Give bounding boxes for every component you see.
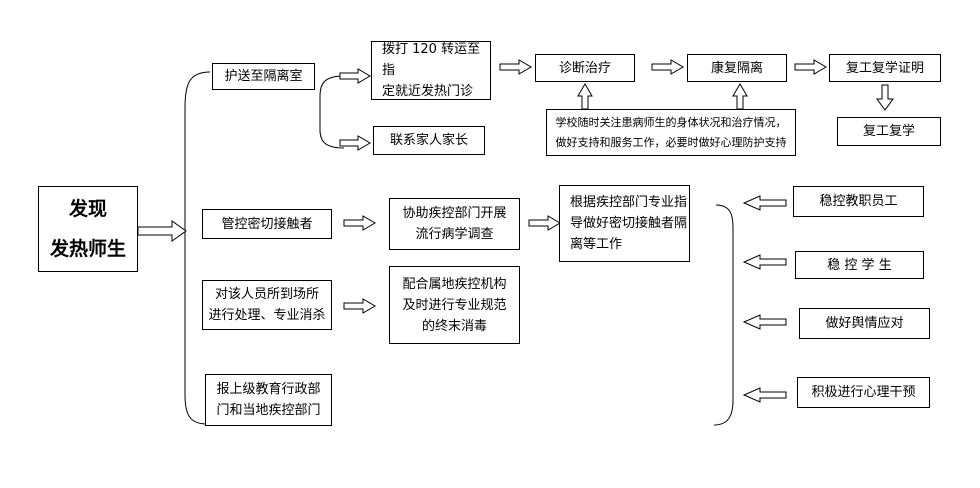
node-psych-intervention: 积极进行心理干预: [797, 377, 930, 408]
node-terminal-disinfection-label: 配合属地疾控机构 及时进行专业规范 的终末消毒: [402, 276, 507, 334]
arrow-diagnosis-recovery: [651, 59, 684, 75]
arrow-up-diagnosis: [577, 83, 593, 110]
arrow-escort-call: [339, 68, 371, 84]
node-psych-intervention-label: 积极进行心理干预: [811, 385, 916, 400]
node-stabilize-staff-label: 稳控教职员工: [819, 194, 898, 209]
arrow-students: [742, 254, 787, 270]
arrow-contact-parents: [339, 135, 371, 151]
arrow-survey-guide: [528, 215, 561, 231]
node-manage-contacts: 管控密切接触者: [202, 209, 332, 239]
node-school-care: 学校随时关注患病师生的身体状况和治疗情况， 做好支持和服务工作，必要时做好心理防…: [546, 109, 796, 156]
node-contact-parents-label: 联系家人家长: [389, 133, 468, 148]
node-escort-label: 护送至隔离室: [224, 69, 303, 84]
node-stabilize-students-label: 稳 控 学 生: [827, 257, 892, 273]
node-certificate: 复工复学证明: [829, 54, 941, 82]
node-assist-survey: 协助疾控部门开展 流行病学调查: [389, 198, 520, 250]
arrow-call-diagnosis: [499, 59, 532, 75]
arrow-staff: [742, 195, 787, 211]
arrow-recovery-certificate: [794, 59, 827, 75]
node-diagnosis-label: 诊断治疗: [558, 60, 611, 76]
node-recovery-label: 康复隔离: [710, 60, 763, 76]
node-assist-survey-label: 协助疾控部门开展 流行病学调查: [402, 206, 507, 242]
arrow-discover: [137, 220, 187, 242]
right-bracket: [713, 204, 734, 426]
arrow-manage-survey: [343, 215, 376, 231]
node-report-up: 报上级教育行政部 门和当地疾控部门: [205, 374, 332, 426]
node-guide-isolation-label: 根据疾控部门专业指 导做好密切接触者隔 离等工作: [570, 195, 688, 252]
arrow-up-recovery: [732, 83, 748, 110]
node-discover-label: 发现 发热师生: [49, 198, 126, 260]
node-call120-label: 拨打 120 转运至指 定就近发热门诊: [382, 42, 481, 99]
escort-bracket: [319, 75, 345, 149]
node-resume: 复工复学: [837, 117, 941, 146]
arrow-sites-disinfection: [343, 298, 376, 314]
node-public-opinion: 做好舆情应对: [799, 308, 930, 339]
arrow-down-resume: [876, 84, 894, 111]
node-diagnosis: 诊断治疗: [535, 54, 635, 82]
node-terminal-disinfection: 配合属地疾控机构 及时进行专业规范 的终末消毒: [389, 266, 520, 344]
arrow-opinion: [742, 314, 787, 330]
node-handle-sites-label: 对该人员所到场所 进行处理、专业消杀: [208, 287, 326, 323]
main-bracket: [184, 71, 211, 425]
node-escort: 护送至隔离室: [212, 63, 315, 90]
node-guide-isolation: 根据疾控部门专业指 导做好密切接触者隔 离等工作: [559, 185, 690, 262]
node-handle-sites: 对该人员所到场所 进行处理、专业消杀: [202, 280, 332, 330]
node-discover: 发现 发热师生: [38, 186, 138, 272]
node-report-up-label: 报上级教育行政部 门和当地疾控部门: [216, 382, 321, 418]
node-stabilize-staff: 稳控教职员工: [793, 186, 924, 217]
node-contact-parents: 联系家人家长: [373, 126, 485, 155]
node-public-opinion-label: 做好舆情应对: [825, 316, 904, 331]
node-stabilize-students: 稳 控 学 生: [795, 251, 924, 279]
node-recovery: 康复隔离: [687, 54, 787, 82]
node-school-care-label: 学校随时关注患病师生的身体状况和治疗情况， 做好支持和服务工作，必要时做好心理防…: [555, 115, 787, 149]
node-manage-contacts-label: 管控密切接触者: [221, 216, 313, 232]
node-resume-label: 复工复学: [862, 124, 915, 139]
arrow-psych: [742, 387, 787, 403]
node-certificate-label: 复工复学证明: [845, 60, 924, 76]
node-call120: 拨打 120 转运至指 定就近发热门诊: [371, 41, 491, 100]
